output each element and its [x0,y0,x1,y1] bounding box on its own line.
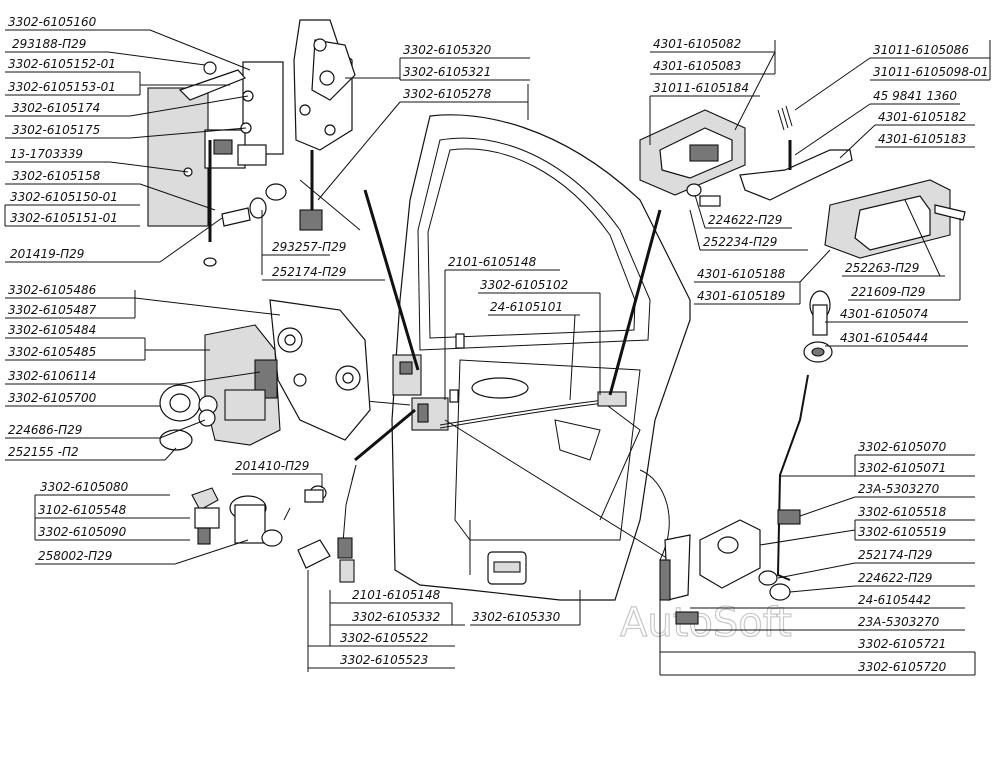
part-label: 3302-6105320 [403,43,492,57]
part-label: 4301-6105188 [697,267,786,281]
pointer-lines [299,179,671,561]
leader-lines [4,29,991,676]
part-label: 24-6105101 [490,300,563,314]
part-label: 3302-6106114 [8,369,96,383]
part-label: 3302-6105522 [340,631,428,645]
part-label: 3302-6105090 [38,525,127,539]
lock-cylinder-assembly [191,487,291,547]
part-label: 24-6105442 [858,593,931,607]
part-label: 4301-6105182 [878,110,966,124]
part-label: 4301-6105444 [840,331,928,345]
part-label: 3302-6105080 [40,480,129,494]
part-label: 3302-6105700 [8,391,97,405]
part-labels: 3302-6105160 293188-П29 3302-6105152-01 … [8,15,989,674]
lock-rod [439,391,627,429]
part-label: 3302-6105519 [858,525,946,539]
part-label: 3302-6105160 [8,15,97,29]
door-plate [487,551,527,585]
part-label: 258002-П29 [38,549,112,563]
part-label: 221609-П29 [851,285,925,299]
part-label: 201410-П29 [235,459,309,473]
part-label: 3302-6105332 [352,610,440,624]
part-label: 23А-5303270 [858,482,940,496]
part-label: 3302-6105071 [858,461,946,475]
part-label: 293188-П29 [12,37,86,51]
part-label: 2101-6105148 [352,588,441,602]
part-label: 3302-6105174 [12,101,100,115]
hinge-assembly-center [293,19,356,231]
part-label: 252155 -П2 [8,445,79,459]
part-label: 3302-6105152-01 [8,57,116,71]
part-label: 3302-6105175 [12,123,100,137]
part-label: 3302-6105321 [403,65,491,79]
part-label: 3302-6105720 [858,660,947,674]
watermark: AutoSoft [620,600,792,646]
hinge-assembly-left [147,61,287,267]
part-label: 3302-6105070 [858,440,947,454]
part-label: 45 9841 1360 [873,89,957,103]
part-label: 31011-6105086 [873,43,969,57]
part-label: 3302-6105518 [858,505,947,519]
part-label: 224622-П29 [708,213,782,227]
part-label: 3302-6105487 [8,303,97,317]
inner-handle-assembly [803,179,966,363]
part-label: 2101-6105148 [448,255,537,269]
part-label: 252174-П29 [272,265,346,279]
part-label: 31011-6105184 [653,81,749,95]
part-label: 3302-6105485 [8,345,96,359]
lower-latch-assembly [659,374,809,625]
part-label: 3302-6105523 [340,653,428,667]
part-label: 31011-6105098-01 [873,65,989,79]
outer-handle-assembly [639,105,853,207]
part-label: 4301-6105074 [840,307,928,321]
part-label: 252174-П29 [858,548,932,562]
part-label: 224686-П29 [8,423,82,437]
door-panel [391,114,691,601]
part-label: 3302-6105486 [8,283,97,297]
part-label: 3302-6105150-01 [10,190,118,204]
part-label: 252263-П29 [845,261,919,275]
part-label: 293257-П29 [272,240,346,254]
part-label: 23А-5303270 [858,615,940,629]
door-lock-mechanism [159,299,371,451]
part-label: 4301-6105183 [878,132,966,146]
part-label: 3302-6105153-01 [8,80,116,94]
part-label: 3302-6105278 [403,87,492,101]
part-label: 252234-П29 [703,235,777,249]
part-label: 201419-П29 [10,247,84,261]
lower-rod-parts [297,464,357,583]
part-label: 4301-6105189 [697,289,785,303]
part-label: 3302-6105330 [472,610,561,624]
part-label: 13-1703339 [10,147,83,161]
part-label: 3102-6105548 [38,503,127,517]
part-label: 3302-6105102 [480,278,568,292]
part-label: 4301-6105083 [653,59,741,73]
part-label: 3302-6105721 [858,637,946,651]
part-label: 224622-П29 [858,571,932,585]
part-label: 4301-6105082 [653,37,741,51]
part-label: 3302-6105484 [8,323,96,337]
part-label: 3302-6105151-01 [10,211,118,225]
part-label: 3302-6105158 [12,169,101,183]
